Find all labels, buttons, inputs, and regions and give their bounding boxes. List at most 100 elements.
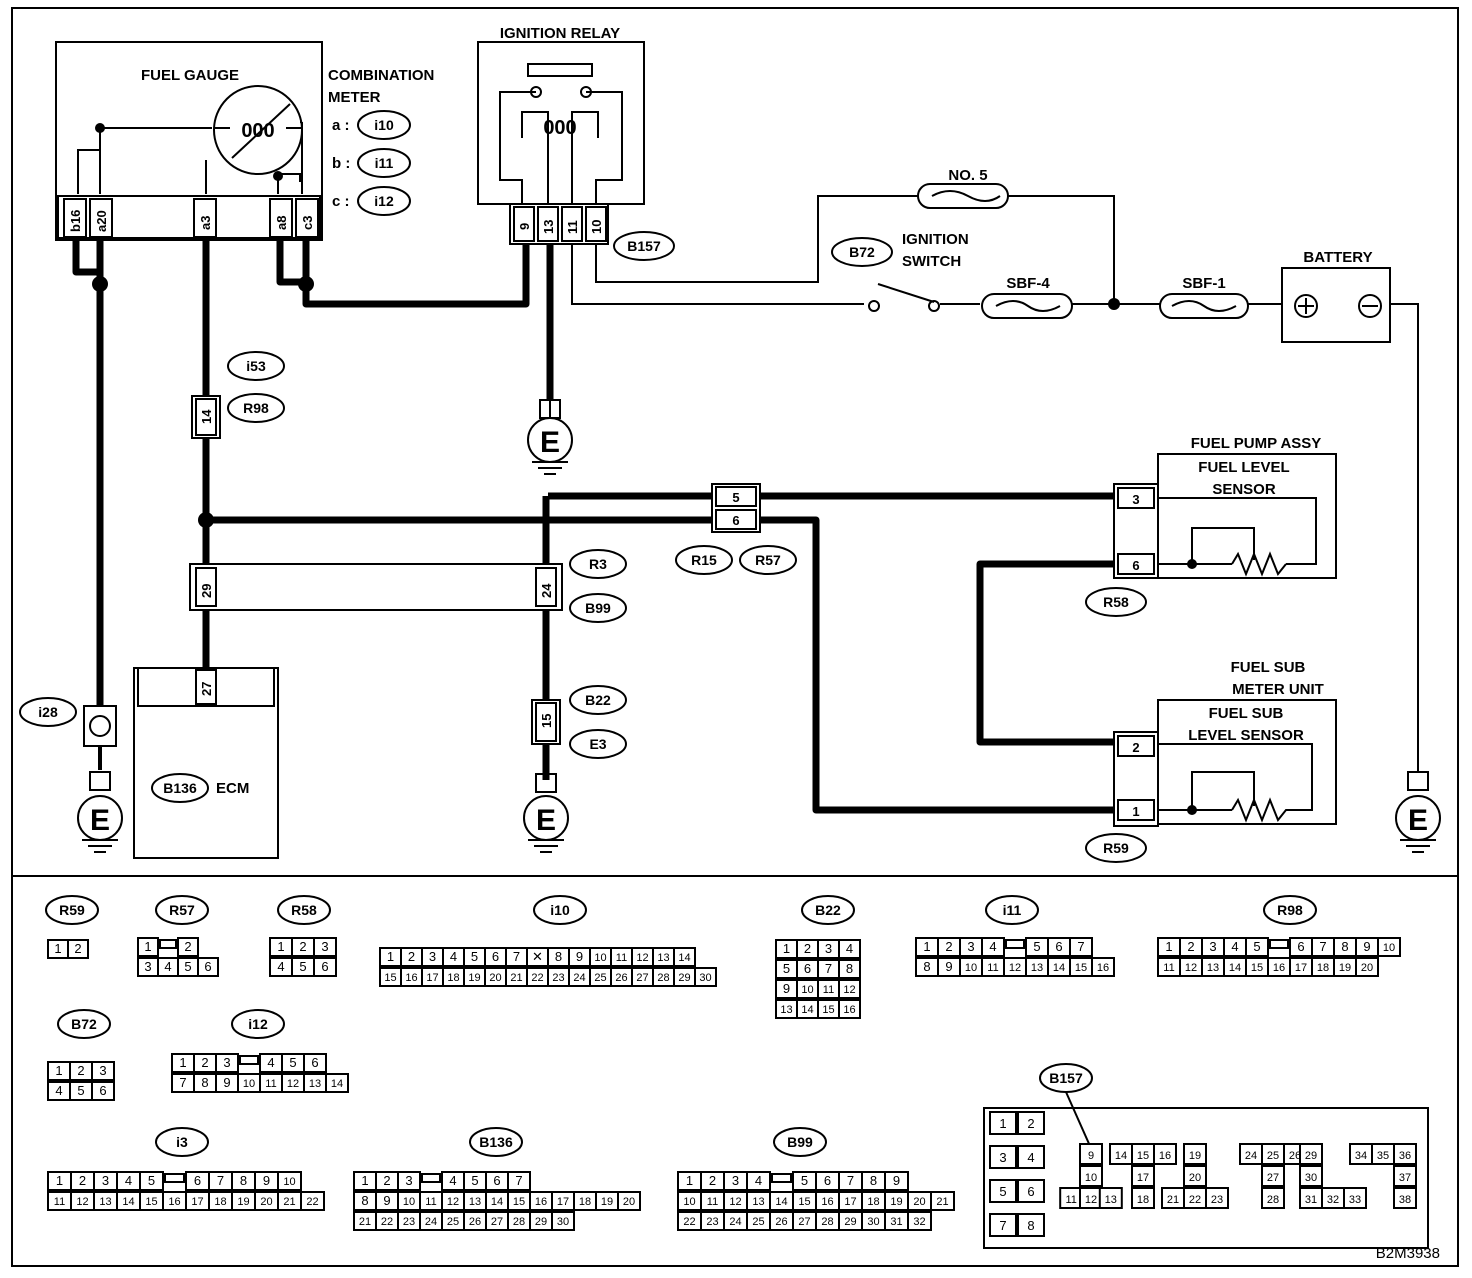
pin-number: 14 <box>491 1196 503 1208</box>
pin-number: 20 <box>260 1196 272 1208</box>
svg-text:24: 24 <box>539 583 554 598</box>
svg-text:8: 8 <box>1027 1218 1034 1233</box>
pin-number: 16 <box>843 1004 855 1016</box>
pin-cell <box>617 1191 641 1211</box>
pin-number: 20 <box>1361 962 1373 974</box>
svg-text:29: 29 <box>199 584 214 598</box>
pin-number: 5 <box>801 1173 808 1188</box>
pin-number: 12 <box>1009 962 1021 974</box>
pin-number: 21 <box>936 1196 948 1208</box>
legend-tag <box>985 895 1039 925</box>
pin-number: 4 <box>450 949 457 964</box>
pin-number: 3 <box>732 1173 739 1188</box>
svg-text:6: 6 <box>1027 1184 1034 1199</box>
pin-number: 3 <box>144 959 151 974</box>
legend-tag-label: R98 <box>1277 902 1303 918</box>
fuse-sbf1: SBF-1 <box>1159 275 1249 319</box>
pin-number: 8 <box>846 961 853 976</box>
pin-number: 1 <box>56 1173 63 1188</box>
pin-number: 4 <box>164 959 171 974</box>
pin-number: 4 <box>55 1083 62 1098</box>
ecm-label: ECM <box>216 780 249 797</box>
pin-number: ✕ <box>532 949 543 964</box>
legend-tag <box>1263 895 1317 925</box>
pin-number: 1 <box>783 941 790 956</box>
pin-number: 2 <box>408 949 415 964</box>
pin-number: 4 <box>267 1055 274 1070</box>
pin-number: 13 <box>1207 962 1219 974</box>
svg-text:11: 11 <box>1065 1194 1076 1206</box>
pin-number: 14 <box>1053 962 1065 974</box>
pin-cell <box>177 937 199 957</box>
pin-number: 4 <box>846 941 853 956</box>
pin-number: 11 <box>54 1196 65 1208</box>
pin-number: 1 <box>55 1063 62 1078</box>
pin-number: 6 <box>321 959 328 974</box>
pin-number: 14 <box>678 952 690 964</box>
pin-number: 9 <box>783 981 790 996</box>
pin-cell <box>981 937 1005 957</box>
pin-number: 32 <box>913 1216 925 1228</box>
pin-number: 24 <box>573 972 585 984</box>
pin-number: 17 <box>844 1196 856 1208</box>
pin-number: 6 <box>493 1173 500 1188</box>
svg-text:c :: c : <box>332 193 350 210</box>
pin-number: 7 <box>1319 939 1326 954</box>
pin-number: 6 <box>824 1173 831 1188</box>
fuel-sub-level-label-2: LEVEL SENSOR <box>1188 727 1304 744</box>
legend-tag-label: B99 <box>787 1134 813 1150</box>
tag-r98: R98 <box>243 400 269 416</box>
pin-cell <box>67 939 89 959</box>
pin-number: 10 <box>801 984 813 996</box>
svg-text:15: 15 <box>1137 1150 1149 1162</box>
pin-cell <box>277 1171 302 1191</box>
pin-number: 13 <box>99 1196 111 1208</box>
pin-number: 21 <box>510 972 522 984</box>
svg-text:22: 22 <box>1189 1194 1201 1206</box>
diagram-frame <box>11 7 1459 1267</box>
svg-text:13: 13 <box>1105 1194 1117 1206</box>
svg-text:26: 26 <box>1289 1150 1301 1162</box>
pin-number: 22 <box>306 1196 318 1208</box>
relay-terminal-10: 10 <box>589 220 604 234</box>
tag-r15: R15 <box>691 552 717 568</box>
pin-number: 20 <box>913 1196 925 1208</box>
pin-number: 8 <box>1341 939 1348 954</box>
pin-number: 4 <box>449 1173 456 1188</box>
pin-number: 6 <box>804 961 811 976</box>
pin-number: 18 <box>579 1196 591 1208</box>
pin-cell <box>303 1053 327 1073</box>
pin-number: 15 <box>1075 962 1087 974</box>
pin-cell <box>1069 937 1093 957</box>
terminal-b16: b16 <box>68 210 83 232</box>
pin-number: 8 <box>870 1173 877 1188</box>
pin-number: 15 <box>384 972 396 984</box>
pin-number: 7 <box>847 1173 854 1188</box>
svg-text:15: 15 <box>539 714 554 728</box>
svg-text:3: 3 <box>999 1150 1006 1165</box>
legend-tag <box>231 1009 285 1039</box>
pin-number: 12 <box>287 1078 299 1090</box>
pin-cell <box>1377 937 1401 957</box>
legend-tag <box>801 895 855 925</box>
ground-b22: 15 B22 E3 E <box>523 685 627 853</box>
pin-number: 12 <box>76 1196 88 1208</box>
pin-cell <box>300 1191 325 1211</box>
pin-number: 30 <box>867 1216 879 1228</box>
pin-number: 6 <box>1297 939 1304 954</box>
connector-r3-b99: 29 24 R3 B99 <box>189 549 627 623</box>
pin-number: 21 <box>283 1196 295 1208</box>
ground-battery: E <box>1395 771 1441 853</box>
pin-number: 11 <box>616 952 627 964</box>
pin-cell <box>930 1191 955 1211</box>
combination-meter-label-2: METER <box>328 89 381 106</box>
pin-number: 10 <box>965 962 977 974</box>
legend-tag <box>773 1127 827 1157</box>
pin-number: 11 <box>823 984 834 996</box>
pin-number: 7 <box>825 961 832 976</box>
